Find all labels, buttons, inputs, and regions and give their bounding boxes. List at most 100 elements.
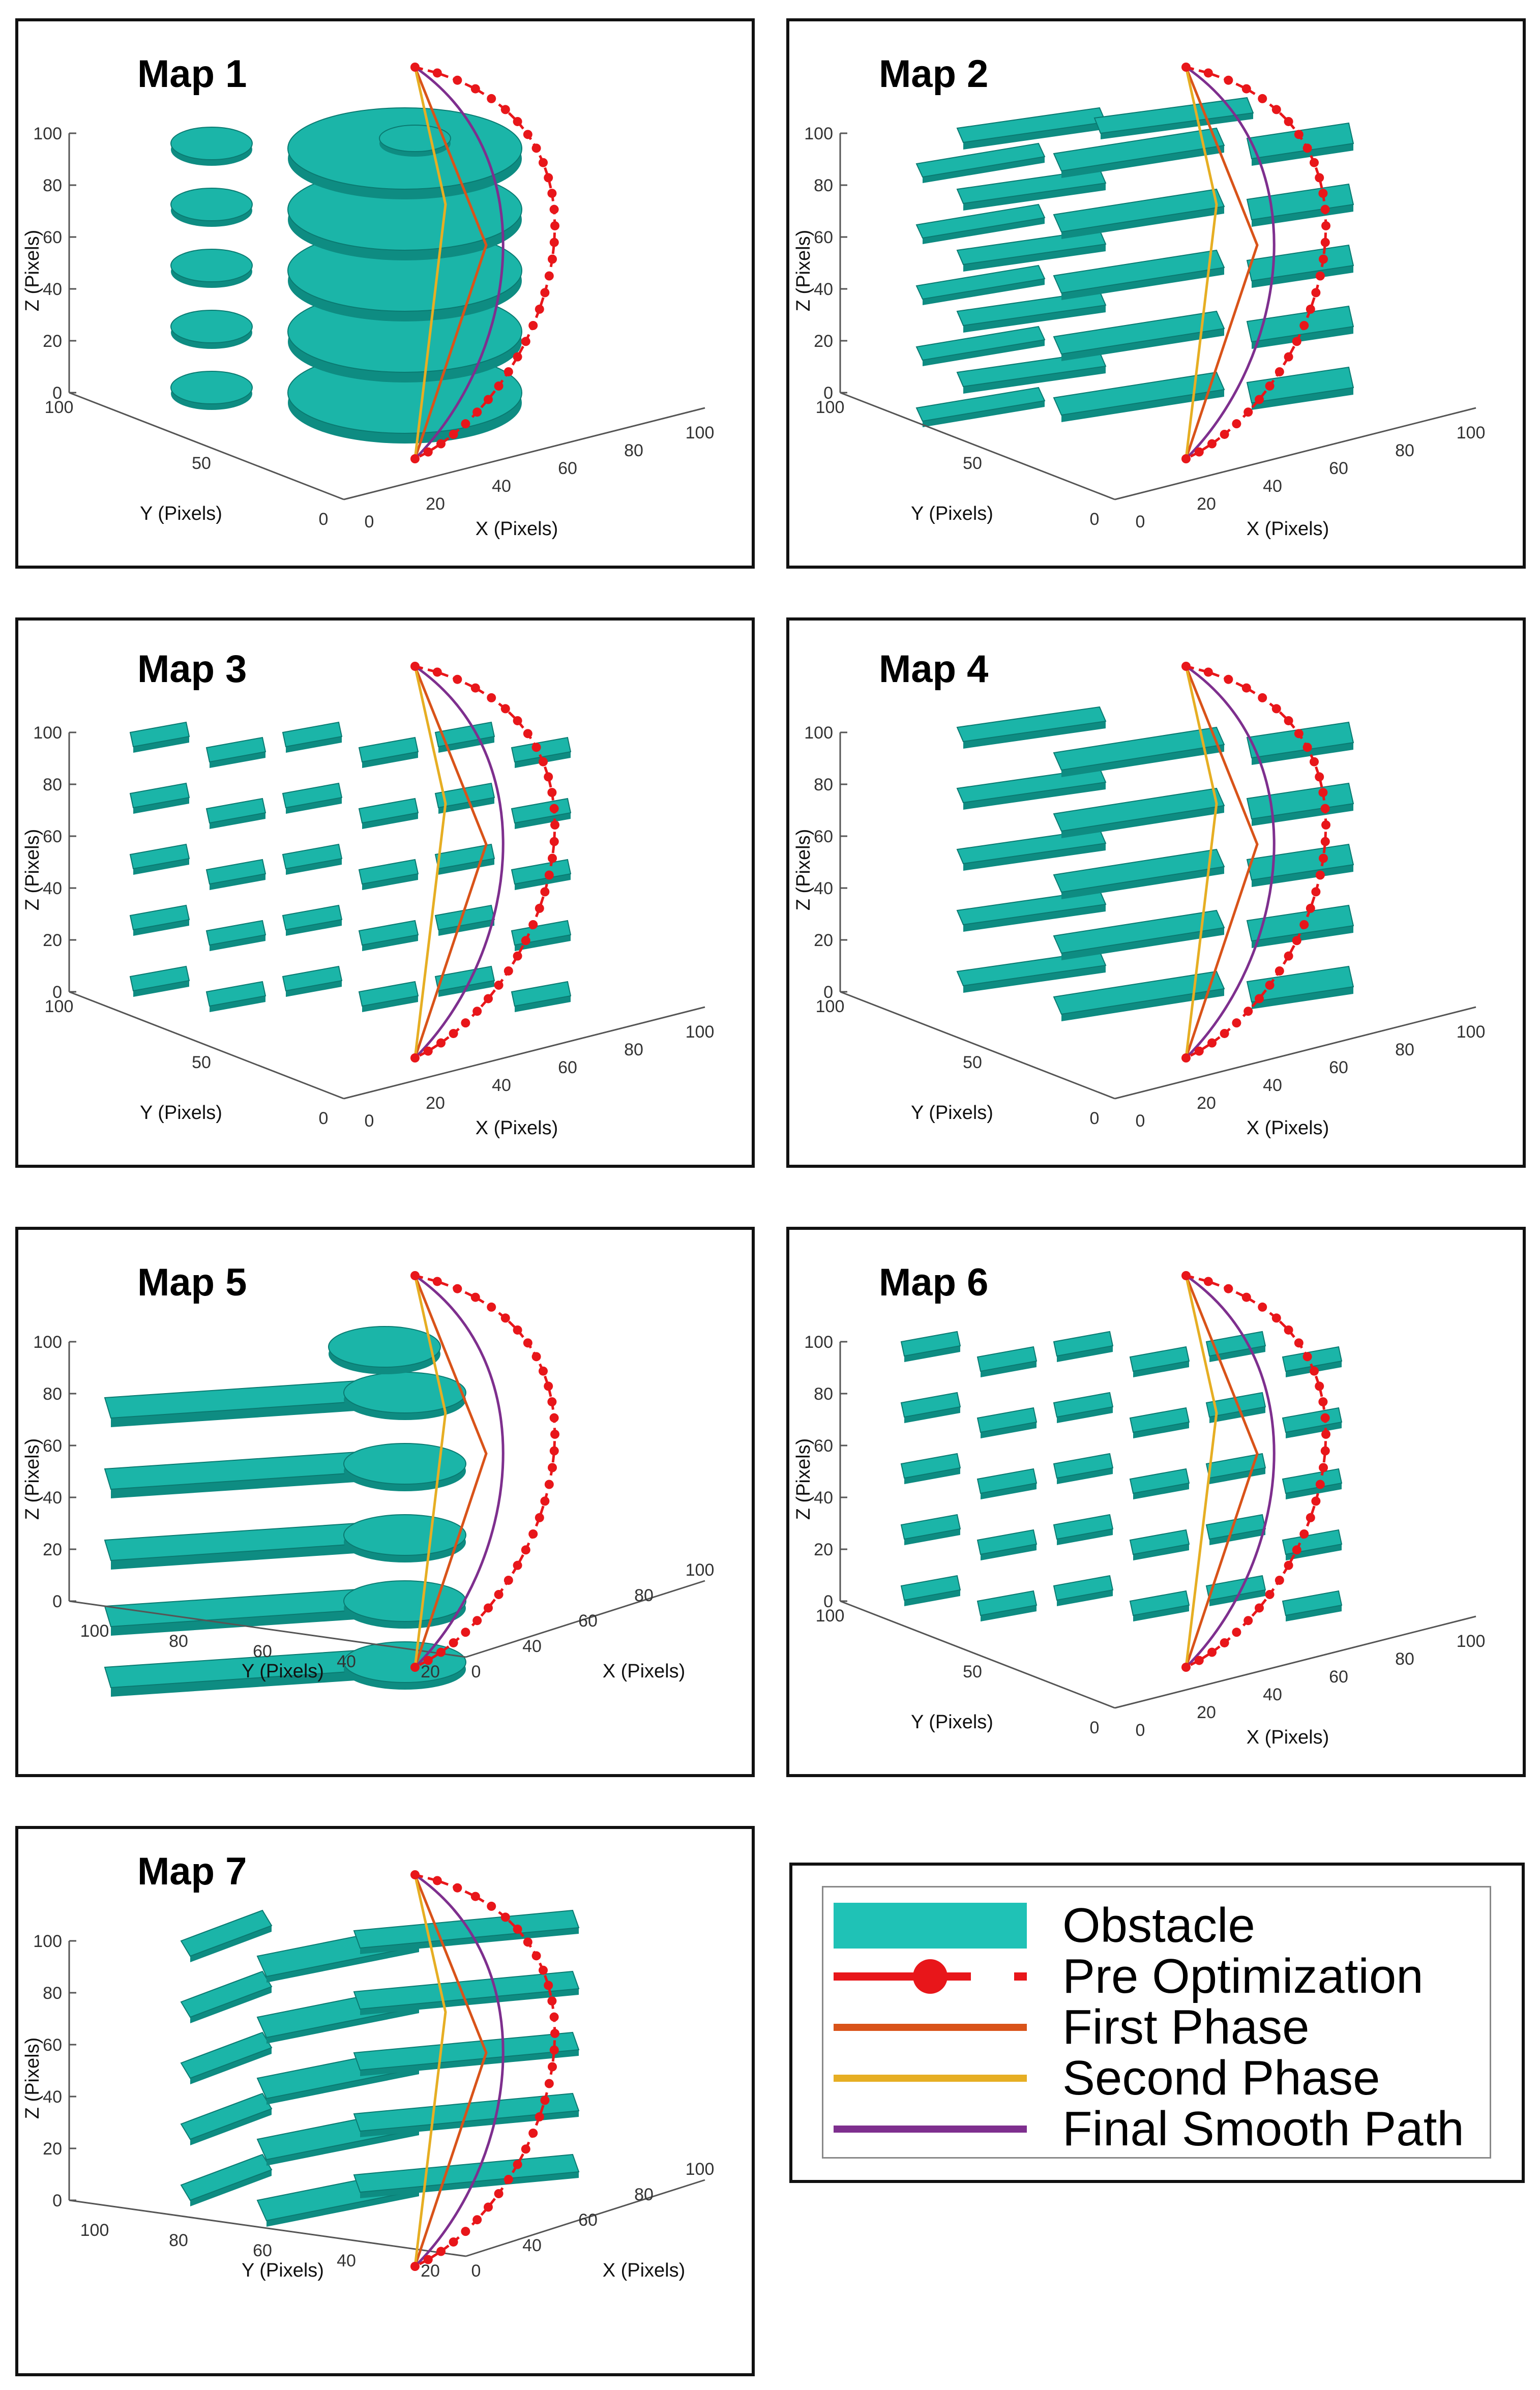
z-tick-label: 60 [814, 827, 833, 846]
obstacle-side [111, 1540, 416, 1570]
pre-optimization-marker [550, 2028, 560, 2038]
pre-optimization-marker [432, 667, 442, 677]
first-phase-line [1184, 1275, 1259, 1668]
obstacle-top [956, 290, 1107, 327]
obstacle-top [900, 1392, 961, 1418]
pre-optimization-marker [1265, 980, 1275, 990]
pre-optimization-marker [1220, 429, 1229, 439]
pre-optimization-marker [487, 94, 496, 103]
obstacle-top [900, 1575, 961, 1601]
obstacle-top [205, 798, 266, 824]
obstacle-top [434, 782, 495, 809]
obstacle-top [1129, 1407, 1190, 1433]
obstacle-top [1053, 1331, 1114, 1357]
obstacle-side [1061, 329, 1224, 361]
x-tick-label: 20 [1197, 1703, 1216, 1722]
obstacles [900, 1331, 1343, 1621]
pre-optimization-marker [470, 84, 480, 94]
legend-item-pre-optimization: Pre Optimization [823, 1949, 1490, 2004]
x-tick-label: 20 [426, 1094, 445, 1113]
pre-optimization-marker [1302, 143, 1312, 153]
obstacle-side [1133, 1483, 1189, 1499]
pre-optimization-marker [504, 966, 513, 976]
x-tick-label: 0 [1136, 1111, 1145, 1131]
z-tick-label: 40 [43, 280, 62, 299]
first-phase-line [413, 1874, 488, 2267]
pre-optimization-marker [1320, 1413, 1330, 1423]
pre-optimization-marker [461, 2227, 470, 2236]
y-tick-label: 0 [1090, 510, 1100, 529]
obstacle-side [286, 920, 342, 936]
pre-optimization-marker [1241, 1292, 1251, 1302]
second-phase-line [1184, 1275, 1218, 1668]
obstacle-side [923, 218, 1045, 244]
pre-optimization-marker [1315, 1381, 1324, 1391]
paths [410, 1271, 560, 1672]
obstacle-side [1209, 1529, 1265, 1545]
z-tick-label: 0 [823, 1592, 833, 1611]
obstacle-side [1252, 388, 1353, 410]
x-tick-label: 100 [686, 1560, 715, 1580]
obstacle-top [328, 1326, 441, 1368]
pre-optimization-marker [494, 381, 504, 391]
pre-optimization-marker [1294, 130, 1304, 139]
obstacle-side [360, 2050, 579, 2076]
pre-optimization-marker [1271, 105, 1281, 114]
pre-optimization-marker [535, 1513, 544, 1522]
z-axis-label: Z (Pixels) [22, 1438, 43, 1520]
paths [410, 63, 560, 463]
obstacle-side [1061, 867, 1224, 899]
pre-optimization-marker [1318, 189, 1328, 198]
obstacle-side [1061, 145, 1224, 178]
x-tick-label: 0 [1136, 512, 1145, 532]
final-smooth-path-line [414, 1274, 505, 1668]
obstacle-side [1101, 113, 1253, 139]
obstacle-side [438, 798, 494, 814]
obstacle-top [170, 310, 253, 343]
pre-optimization-marker [1284, 716, 1293, 725]
x-tick-label: 80 [1395, 441, 1414, 460]
first-phase-line [413, 666, 488, 1058]
z-tick-label: 60 [43, 827, 62, 846]
obstacle-top [205, 920, 266, 946]
pre-optimization-marker [423, 2255, 433, 2264]
pre-optimization-marker [1232, 1628, 1241, 1637]
obstacle-top [915, 203, 1046, 239]
obstacle-top [343, 1443, 466, 1485]
obstacle-side [362, 996, 418, 1012]
pre-optimization-marker [1258, 94, 1267, 103]
obstacle-side [210, 996, 265, 1012]
obstacle-side [266, 2068, 419, 2105]
map-2-title: Map 2 [879, 52, 989, 96]
y-tick-label: 80 [169, 2231, 188, 2250]
z-tick-label: 20 [43, 1540, 62, 1559]
obstacle-side [360, 2172, 579, 2198]
pre-optimization-marker [410, 1663, 420, 1672]
pre-optimization-marker [535, 304, 544, 314]
pre-optimization-marker [1243, 1007, 1253, 1016]
pre-optimization-marker [1258, 693, 1267, 702]
obstacle-top [1246, 721, 1354, 759]
map-7-title: Map 7 [137, 1850, 247, 1893]
second-phase-line [1184, 67, 1218, 459]
obstacles [956, 706, 1354, 1021]
pre-optimization-marker [1321, 1429, 1331, 1439]
obstacle-top [1053, 1453, 1114, 1479]
obstacle-side [1057, 1529, 1113, 1545]
x-axis-label: X (Pixels) [476, 518, 558, 540]
pre-optimization-marker [1255, 395, 1264, 404]
pre-optimization-marker [432, 1876, 442, 1885]
y-tick-label: 0 [319, 1109, 329, 1128]
pre-optimization-marker [513, 951, 522, 961]
y-axis-label: Y (Pixels) [911, 1712, 993, 1733]
obstacle-side [210, 752, 265, 768]
pre-optimization-marker [1255, 994, 1264, 1004]
paths [410, 662, 560, 1063]
pre-optimization-marker [472, 1616, 482, 1626]
obstacle-top [129, 843, 190, 870]
obstacle-side [210, 874, 265, 890]
